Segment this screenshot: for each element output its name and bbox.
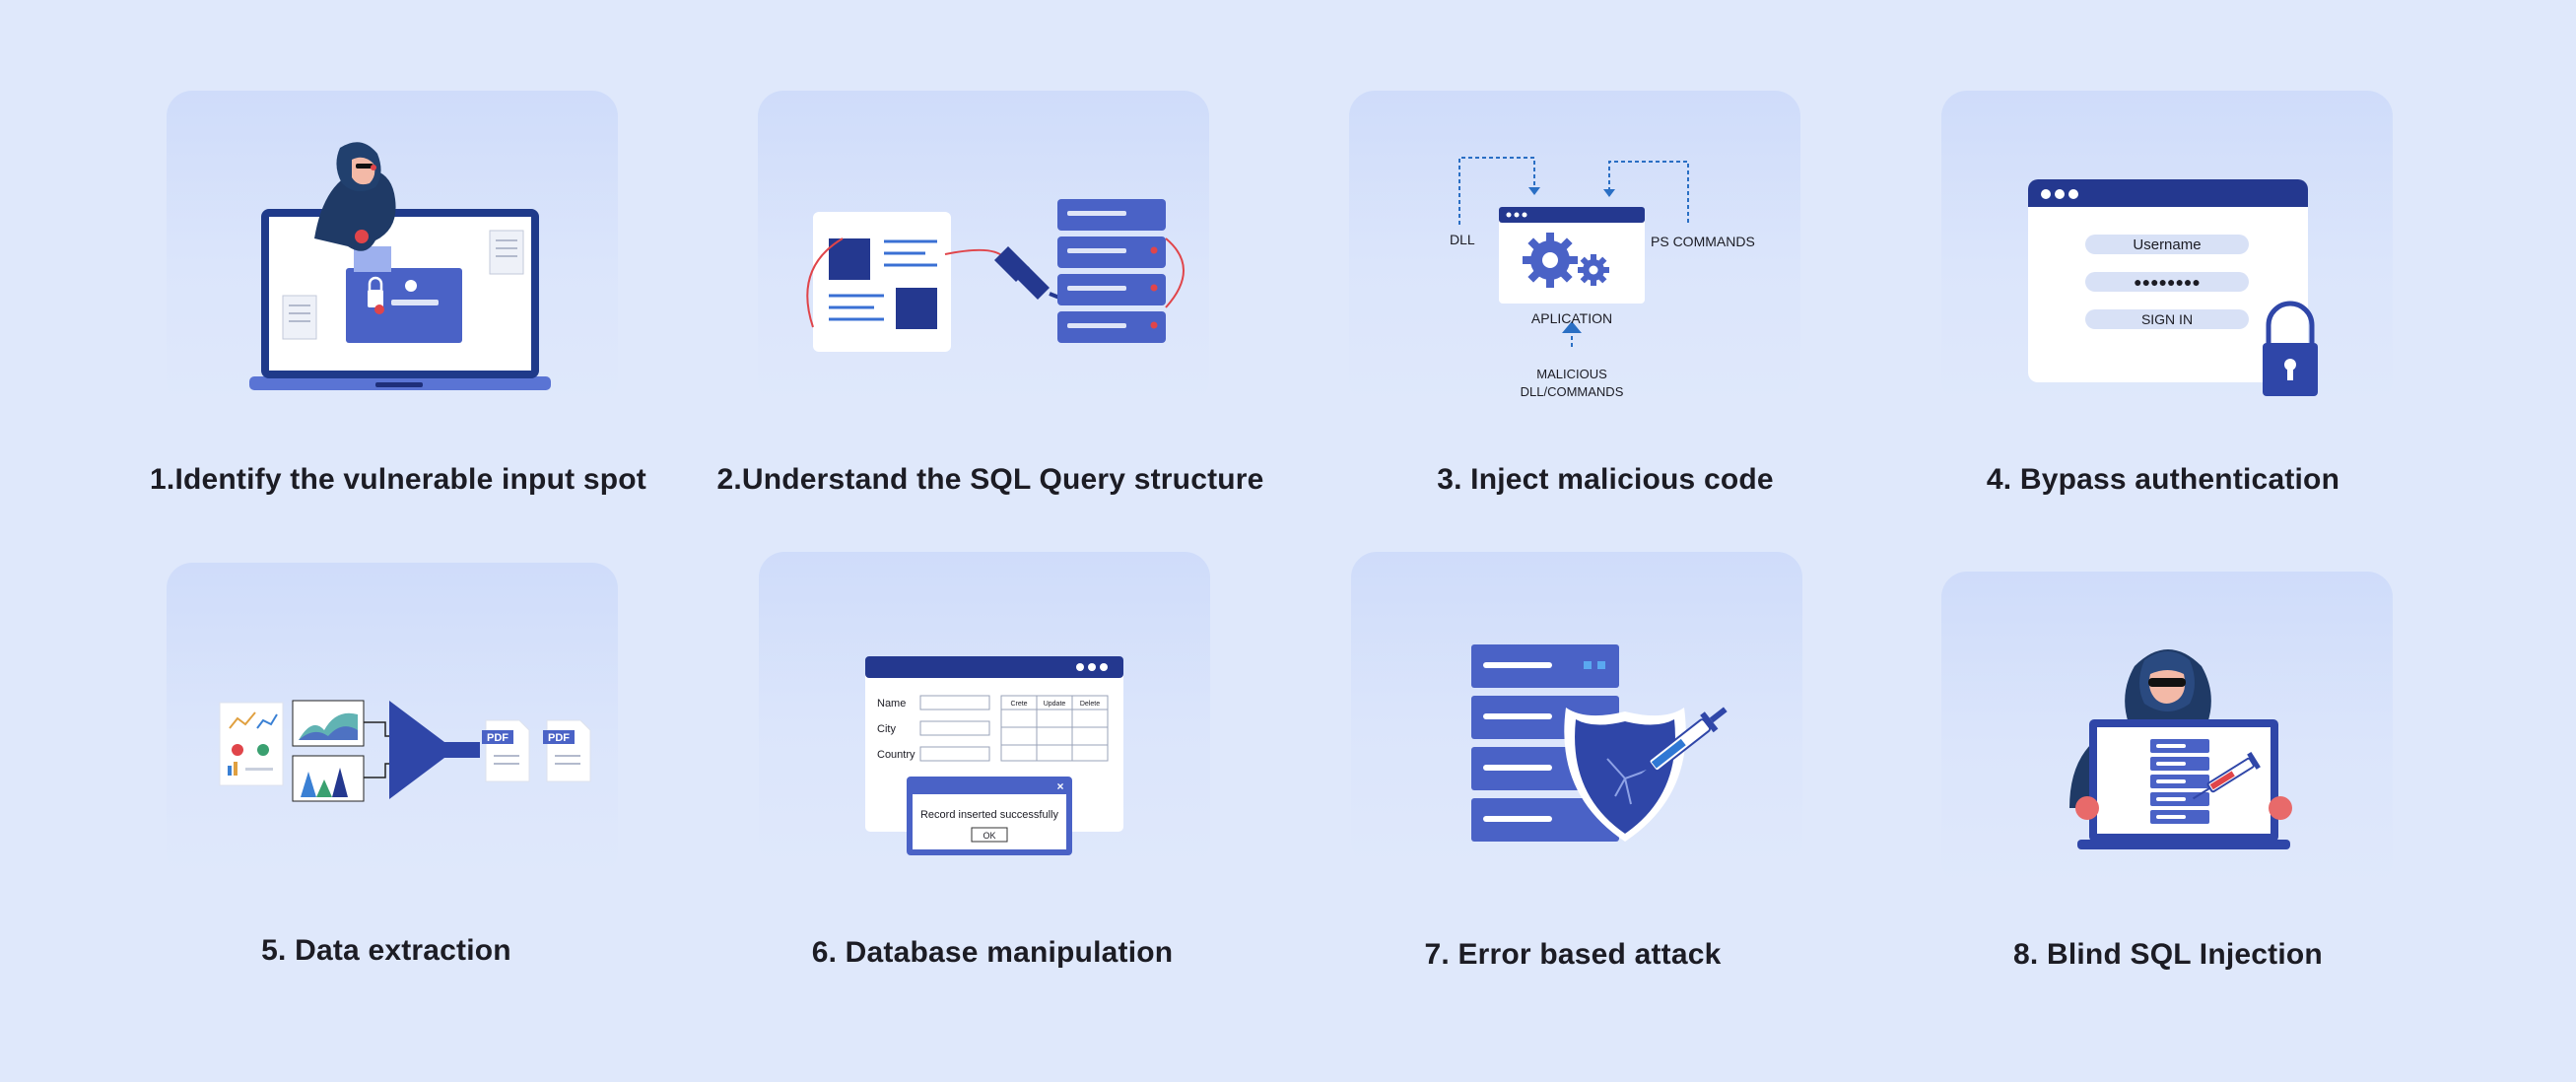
col-update: Update [1044,701,1066,708]
label-malicious: MALICIOUS [1536,367,1607,381]
pdf-label-2: PDF [548,732,570,744]
server-shield-syringe-icon [1471,644,1728,842]
step-card-1 [167,91,618,406]
hacker-laptop-icon [249,142,551,390]
col-create: Crete [1010,701,1027,708]
step-card-5: PDF PDF [167,563,618,878]
label-dll: DLL [1450,232,1475,247]
step-caption-6: 6. Database manipulation [811,936,1174,969]
label-city: City [877,723,896,735]
database-form-icon: Name City Country Crete Update Delete × … [865,656,1123,855]
step-card-8 [1941,572,2393,887]
hacker-server-syringe-icon [2069,649,2292,849]
label-country: Country [877,749,915,761]
step-card-3: DLL PS COMMANDS APLICATION MALICIOUS DLL… [1349,91,1800,406]
step-card-4: Username ●●●●●●●● SIGN IN [1941,91,2393,406]
step-card-7 [1351,552,1802,867]
step-caption-8: 8. Blind SQL Injection [2013,938,2323,971]
step-caption-3: 3. Inject malicious code [1437,463,1774,496]
label-application: APLICATION [1531,310,1612,326]
dll-injection-icon: DLL PS COMMANDS APLICATION MALICIOUS DLL… [1450,157,1755,399]
server-stack [1057,199,1166,343]
step-caption-1: 1.Identify the vulnerable input spot [150,463,646,496]
step-caption-4: 4. Bypass authentication [1986,463,2340,496]
step-caption-2: 2.Understand the SQL Query structure [716,463,1264,496]
dialog-ok-button: OK [983,831,995,841]
step-caption-5: 5. Data extraction [261,934,511,967]
login-lock-icon: Username ●●●●●●●● SIGN IN [2028,179,2318,396]
password-field: ●●●●●●●● [2134,274,2201,290]
step-card-6: Name City Country Crete Update Delete × … [759,552,1210,867]
dialog-close-icon: × [1056,779,1063,793]
step-card-2 [758,91,1209,406]
server-stack [1471,644,1619,842]
label-ps-commands: PS COMMANDS [1651,234,1755,249]
username-field: Username [2133,237,2201,253]
label-name: Name [877,698,906,710]
pdf-label-1: PDF [487,732,508,744]
col-delete: Delete [1080,701,1100,708]
sign-in-button: SIGN IN [2141,311,2193,327]
step-caption-7: 7. Error based attack [1424,938,1722,971]
label-dll-commands: DLL/COMMANDS [1521,384,1624,399]
form-plug-server-icon [806,199,1185,352]
dialog-message: Record inserted successfully [920,809,1059,821]
data-funnel-icon: PDF PDF [219,700,591,802]
